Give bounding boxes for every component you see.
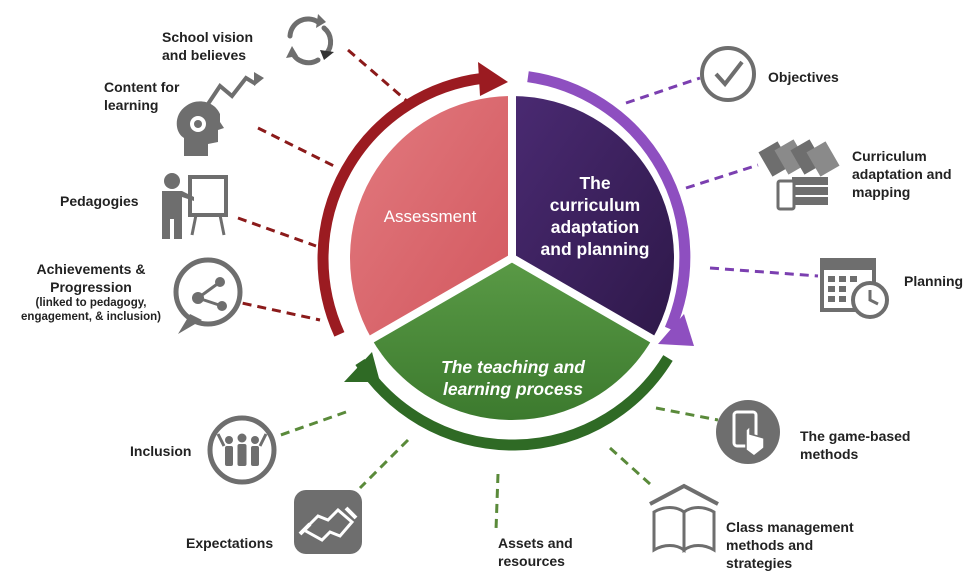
label-school-vision: School vision and believes <box>162 29 254 63</box>
connector-expectations <box>358 438 410 490</box>
teaching-arrowhead <box>344 352 380 382</box>
connector-planning <box>709 266 819 278</box>
label-game-based: The game-based methods <box>800 428 911 462</box>
handshake-icon <box>294 490 362 554</box>
connector-game-based <box>655 406 719 422</box>
label-pedagogies: Pedagogies <box>60 193 139 209</box>
label-inclusion: Inclusion <box>130 443 192 459</box>
connector-achievements <box>227 298 321 322</box>
assessment-connectors <box>227 48 409 322</box>
label-curriculum-mapping: Curriculum adaptation and mapping <box>852 148 952 200</box>
connector-content-for-learning <box>257 126 339 170</box>
teaching-segment-title: The teaching and learning process <box>441 357 585 399</box>
open-book-house-icon <box>649 483 719 553</box>
label-planning: Planning <box>904 273 964 289</box>
connector-school-vision <box>347 48 409 104</box>
label-content-for-learning: Content for learning <box>104 79 180 113</box>
curriculum-cycle-arrow <box>527 71 691 332</box>
label-assets: Assets and resources <box>498 535 573 569</box>
label-class-management: Class management methods and strategies <box>726 519 854 571</box>
assessment-segment-title: Assessment <box>383 207 477 226</box>
calendar-clock-icon <box>820 258 889 319</box>
connector-class-management <box>608 446 652 486</box>
teaching-cycle-arrow <box>355 355 673 451</box>
label-objectives: Objectives <box>768 69 839 85</box>
connector-curriculum-mapping <box>685 163 759 190</box>
people-group-icon <box>207 415 277 485</box>
assessment-arrowhead <box>478 62 508 96</box>
teaching-connectors <box>277 406 719 531</box>
checkmark-circle-icon <box>700 46 756 102</box>
connector-inclusion <box>277 410 347 438</box>
head-gear-growth-icon <box>176 72 264 156</box>
curriculum-arrowhead <box>658 314 694 346</box>
documents-stack-icon <box>758 139 840 211</box>
label-expectations: Expectations <box>186 535 274 551</box>
connector-assets <box>494 473 500 531</box>
curriculum-segment-title: The curriculum adaptation and planning <box>540 173 650 259</box>
curriculum-connectors <box>625 76 819 278</box>
network-chat-icon <box>173 257 243 334</box>
assessment-cycle-arrow <box>317 72 485 337</box>
touch-tablet-icon <box>716 400 780 464</box>
cycle-arrows-icon <box>286 14 334 66</box>
connector-pedagogies <box>237 216 317 248</box>
teacher-board-icon <box>162 173 228 239</box>
segment-separators <box>361 86 663 348</box>
label-achievements: Achievements & Progression (linked to pe… <box>21 261 161 323</box>
connector-objectives <box>625 76 701 105</box>
